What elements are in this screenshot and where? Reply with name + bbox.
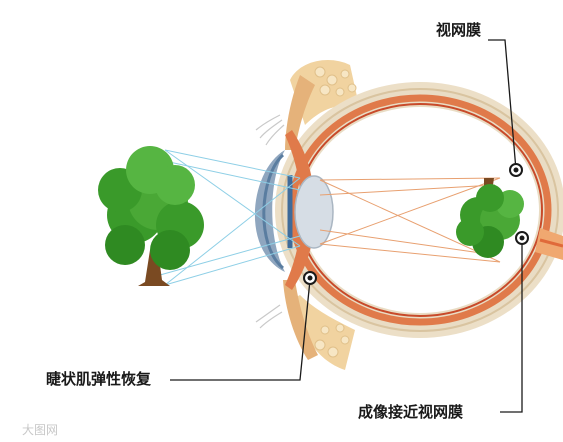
ciliary-muscle: [285, 130, 313, 290]
cornea: [254, 150, 293, 272]
object-tree: [98, 146, 204, 286]
eyelashes: [255, 114, 285, 329]
eyeball: [275, 82, 563, 338]
light-rays-outside: [159, 149, 301, 286]
watermark: 大图网: [22, 423, 58, 437]
lens: [294, 175, 334, 249]
label-ciliary-muscle: 睫状肌弹性恢复: [46, 370, 152, 388]
markers: [303, 163, 529, 285]
inverted-image-tree: [456, 178, 524, 258]
label-image-near-retina: 成像接近视网膜: [358, 403, 463, 421]
light-rays-inside: [319, 177, 501, 263]
label-retina: 视网膜: [436, 21, 481, 39]
leader-lines: [170, 39, 523, 413]
